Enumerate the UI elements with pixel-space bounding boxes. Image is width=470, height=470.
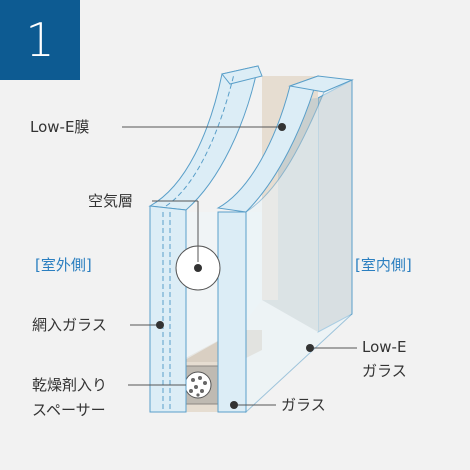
outdoor-pane-front [149,205,187,413]
desiccant-spacer-label-2: スペーサー [32,401,106,419]
indoor-pane-front [217,211,247,413]
desiccant-beads-icon [184,371,212,399]
low-e-glass-label-1: Low-E [362,338,407,356]
step-number: 1 [25,13,55,67]
step-badge: 1 [0,0,80,80]
desiccant-spacer-label-1: 乾燥剤入り [32,376,108,394]
low-e-film-label: Low-E膜 [30,118,90,136]
air-layer-dot [194,264,202,272]
wired-glass-label: 網入ガラス [32,316,107,334]
low-e-glass-dot [306,344,314,352]
wired-glass-dot [156,321,164,329]
glass-dot [230,401,238,409]
outdoor-side-label: [室外側] [35,256,92,274]
outdoor-pane-top-edge [221,65,263,85]
indoor-side-label: [室内側] [355,256,412,274]
glass-label: ガラス [281,396,326,414]
low-e-glass-label-2: ガラス [362,362,407,380]
indoor-pane-side [245,79,353,414]
outdoor-pane-wire-lines [162,73,235,410]
air-layer-label: 空気層 [88,192,134,210]
low-e-film-dot [278,123,286,131]
